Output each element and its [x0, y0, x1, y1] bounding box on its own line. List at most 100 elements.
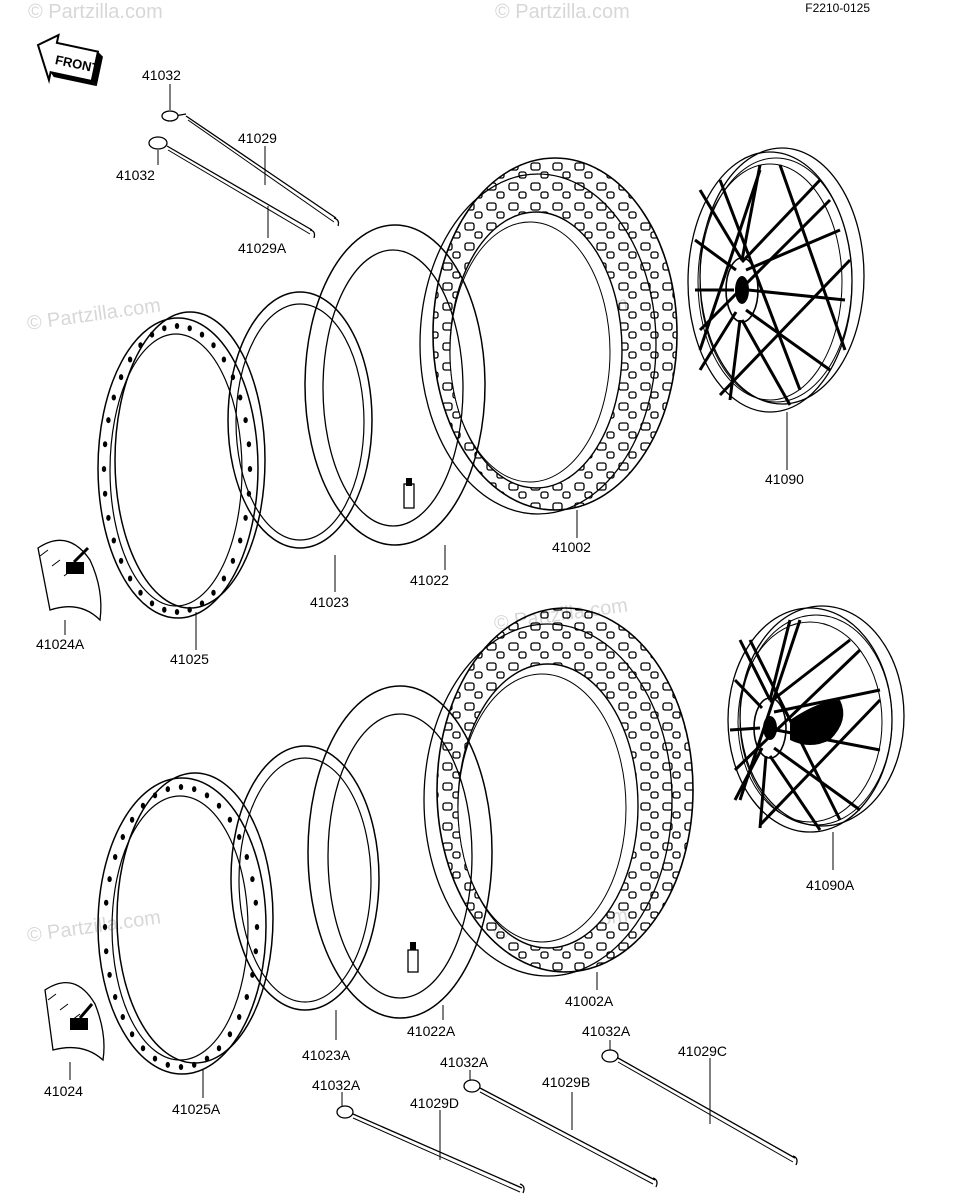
part-labels: 41032 41032 41029 41029A 41090 41002 410… — [36, 67, 855, 1117]
rim-hole — [199, 600, 205, 607]
diagram-code: F2210-0125 — [805, 1, 870, 15]
watermark-3: © Partzilla.com — [26, 294, 163, 335]
rim-hole — [102, 490, 108, 497]
rim-hole — [192, 1061, 197, 1068]
wheel-assembly-41090 — [687, 147, 865, 413]
label-41029D: 41029D — [410, 1095, 459, 1111]
rim-hole — [211, 342, 216, 349]
rim-hole — [178, 1064, 184, 1070]
label-41029C: 41029C — [678, 1043, 727, 1059]
rim-hole — [149, 600, 155, 607]
rim-hole — [216, 1045, 222, 1052]
rim-hole — [244, 854, 249, 860]
rim-hole — [118, 374, 124, 381]
rim-hole — [165, 1061, 170, 1068]
rim-hole — [111, 537, 117, 544]
rim-hole — [211, 589, 216, 596]
rim-hole — [178, 784, 184, 790]
rim-hole — [230, 557, 236, 564]
rim-hole — [113, 854, 118, 860]
rim-band-41023 — [227, 291, 373, 549]
label-41023A: 41023A — [302, 1047, 351, 1063]
rim-hole — [250, 971, 255, 978]
rim-41025 — [97, 311, 266, 619]
rim-hole — [187, 325, 192, 332]
rim-hole — [227, 816, 233, 823]
rim-hole — [101, 466, 107, 472]
rim-hole — [127, 356, 133, 363]
rim-hole — [221, 356, 227, 363]
tire-41002A — [423, 607, 694, 977]
rim-hole — [129, 816, 135, 823]
rim-hole — [246, 490, 252, 497]
rim-hole — [174, 609, 180, 615]
rim-hole — [152, 1055, 158, 1062]
tube-41022 — [304, 224, 486, 546]
rim-lock-41024A — [37, 539, 102, 622]
label-41029: 41029 — [238, 130, 277, 146]
leaders-bottom — [69, 832, 834, 1160]
rim-hole — [192, 786, 197, 793]
rim-hole — [140, 802, 146, 809]
rim-hole — [204, 792, 210, 799]
rim-hole — [250, 876, 255, 883]
watermark-6: © Partzilla.com — [26, 906, 163, 947]
label-41024: 41024 — [44, 1083, 83, 1099]
label-41023: 41023 — [310, 594, 349, 610]
rim-hole — [243, 514, 248, 521]
label-41032A-left: 41032A — [312, 1077, 361, 1093]
rim-hole — [216, 802, 222, 809]
rim-hole — [221, 575, 227, 582]
label-41024A: 41024A — [36, 636, 85, 652]
label-41032A-middle: 41032A — [440, 1054, 489, 1070]
rim-hole — [253, 948, 258, 955]
rim-hole — [149, 331, 155, 338]
label-41032-second: 41032 — [116, 167, 155, 183]
rim-hole — [162, 325, 167, 332]
spoke-41029C — [601, 1049, 798, 1166]
spoke-41029A — [148, 136, 316, 239]
rim-hole — [118, 557, 124, 564]
rim-hole — [152, 792, 158, 799]
rim-hole — [106, 417, 111, 424]
rim-hole — [199, 331, 205, 338]
label-41029A: 41029A — [238, 240, 287, 256]
spoke-41029D — [336, 1105, 525, 1194]
rim-hole — [104, 899, 109, 906]
rim-hole — [204, 1055, 210, 1062]
rim-hole — [165, 786, 170, 793]
tire-41002 — [419, 157, 678, 515]
rim-hole — [247, 466, 253, 472]
rim-hole — [253, 899, 258, 906]
rim-hole — [102, 441, 108, 448]
rim-hole — [111, 394, 117, 401]
wheel-assembly-41090A — [727, 605, 905, 833]
rim-hole — [243, 417, 248, 424]
rim-hole — [107, 876, 112, 883]
label-41022A: 41022A — [407, 1023, 456, 1039]
rim-hole — [113, 994, 118, 1000]
spoke-41029 — [161, 110, 340, 227]
label-41002A: 41002A — [565, 993, 614, 1009]
rim-hole — [162, 606, 167, 613]
watermark-2: © Partzilla.com — [495, 1, 630, 23]
label-41002: 41002 — [552, 539, 591, 555]
rim-hole — [174, 323, 180, 329]
rim-hole — [254, 924, 260, 930]
rim-hole — [102, 924, 108, 930]
label-41022: 41022 — [410, 572, 449, 588]
front-arrow-icon: FRONT — [36, 33, 103, 87]
rim-hole — [104, 948, 109, 955]
rim-hole — [106, 514, 111, 521]
rim-hole — [238, 394, 243, 401]
rim-hole — [238, 537, 243, 544]
rim-hole — [120, 834, 126, 840]
label-41032A-right: 41032A — [582, 1023, 631, 1039]
rim-hole — [237, 834, 242, 840]
label-41090: 41090 — [765, 471, 804, 487]
tube-41022A — [307, 685, 493, 1019]
label-41025A: 41025A — [172, 1101, 221, 1117]
rim-lock-41024 — [44, 982, 105, 1062]
watermark-1: © Partzilla.com — [28, 1, 163, 23]
